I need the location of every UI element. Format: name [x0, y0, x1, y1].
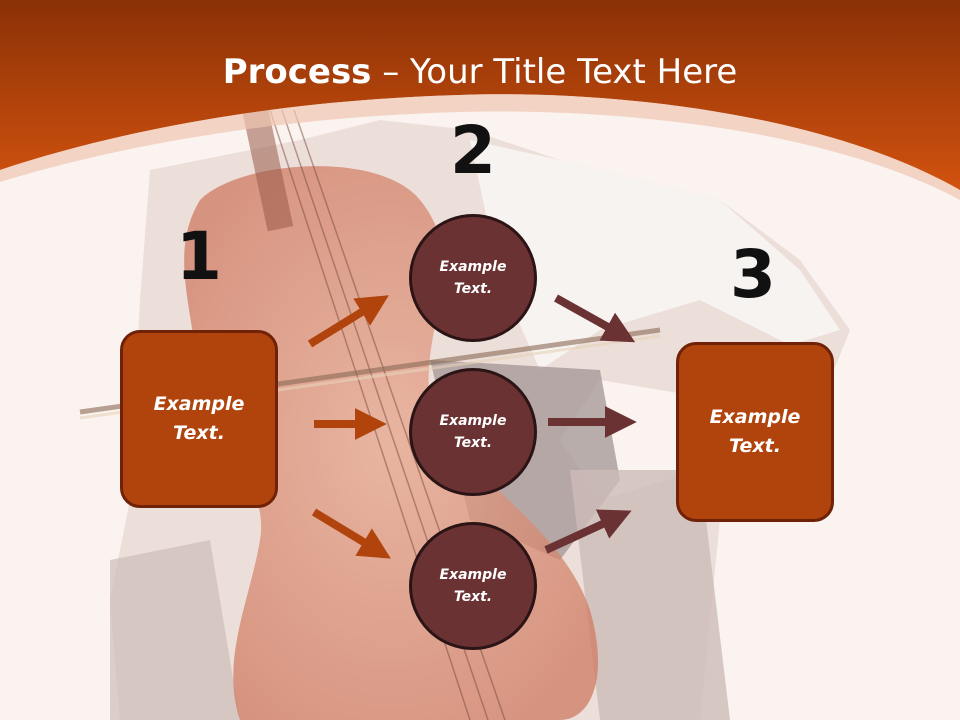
left-box-label: Example Text.	[153, 393, 245, 444]
circle-top-label: Example Text.	[439, 259, 507, 297]
step-number-1: 1	[176, 218, 222, 295]
circle-middle[interactable]: Example Text.	[409, 368, 537, 496]
circle-bottom[interactable]: Example Text.	[409, 522, 537, 650]
title-rest: – Your Title Text Here	[371, 52, 738, 92]
arrow-left-to-bottom	[311, 508, 391, 559]
circle-top[interactable]: Example Text.	[409, 214, 537, 342]
left-box[interactable]: Example Text.	[120, 330, 278, 508]
circle-bottom-label: Example Text.	[439, 567, 507, 605]
arrow-top-to-right	[554, 294, 636, 343]
step-number-3: 3	[730, 236, 776, 313]
arrow-bottom-to-right	[544, 509, 632, 554]
arrow-left-to-top	[307, 295, 389, 348]
circle-middle-label: Example Text.	[439, 413, 507, 451]
right-box[interactable]: Example Text.	[676, 342, 834, 522]
title-bold: Process	[222, 52, 372, 92]
slide-title: Process – Your Title Text Here	[0, 52, 960, 92]
right-box-label: Example Text.	[709, 406, 801, 457]
step-number-2: 2	[450, 112, 496, 189]
